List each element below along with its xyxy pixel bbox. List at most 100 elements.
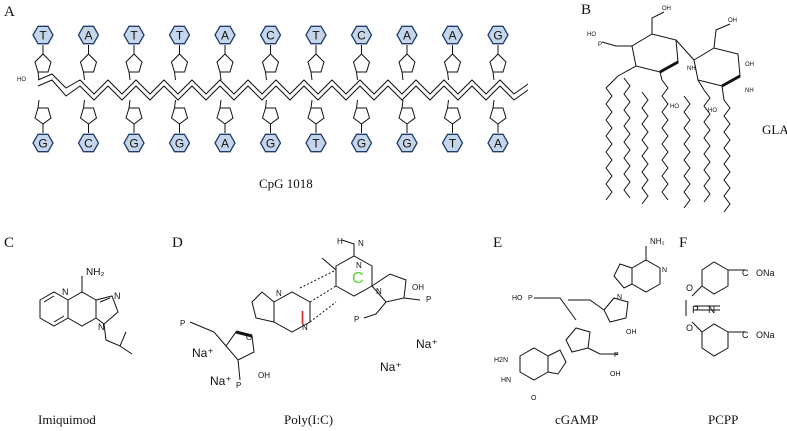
top-base-3: T (123, 25, 145, 45)
panel-letter-f: F (679, 235, 687, 251)
cgamp-guanine-hn: HN (501, 377, 511, 384)
bottom-sugar-ring (307, 99, 325, 133)
base-hexagon (168, 133, 191, 153)
gla-ho-1: HO (670, 104, 679, 110)
pcpp-structure: O O P N C ONa C ONa (685, 261, 775, 357)
polyic-c-n: N (356, 261, 362, 270)
sodium-ion-1: Na⁺ (192, 346, 214, 360)
cgamp-adenine-n2: N (617, 294, 622, 301)
cgamp-oh-2: OH (610, 371, 621, 378)
gla-nh-2: NH (745, 88, 754, 94)
base-letter: T (176, 29, 184, 43)
top-base-8: C (350, 25, 373, 45)
base-letter: G (493, 29, 502, 43)
polyic-ring-o: O (246, 333, 252, 342)
top-base-2: A (77, 25, 100, 45)
base-letter: T (449, 137, 457, 151)
bottom-sugar-ring (489, 99, 507, 133)
base-hexagon (32, 133, 54, 153)
sugar-rings (34, 45, 507, 133)
top-sugar-ring (443, 45, 462, 81)
base-hexagon (350, 25, 373, 45)
imiquimod-n-1: N (62, 287, 69, 297)
caption-cgamp: cGAMP (555, 412, 598, 427)
cgamp-ho-1: HO (512, 295, 523, 302)
base-hexagon (350, 133, 373, 153)
top-base-6: C (259, 25, 282, 45)
bottom-base-11: A (487, 133, 509, 153)
bottom-base-5: A (214, 133, 236, 153)
base-letter: A (221, 29, 229, 43)
base-hexagon (487, 25, 509, 45)
base-letter: T (312, 137, 320, 151)
bottom-base-4: G (168, 133, 191, 153)
bottom-sugar-ring (352, 99, 371, 133)
panel-letter-e: E (493, 235, 502, 251)
panel-letter-b: B (581, 2, 591, 18)
base-letter: G (357, 137, 366, 151)
base-letter: C (266, 29, 275, 43)
top-sugar-ring (216, 45, 234, 81)
top-base-4: T (168, 25, 191, 45)
cytidine-label: C (352, 270, 364, 287)
top-sugar-ring (79, 45, 98, 81)
chain-terminal-ho: HO (17, 77, 26, 83)
base-hexagon (396, 133, 418, 153)
pcpp-o-2: O (686, 323, 693, 333)
caption-gla: GLA (762, 122, 787, 137)
cgamp-guanine-h2n: H2N (494, 357, 508, 364)
top-base-9: A (396, 25, 418, 45)
bottom-sugar-ring (261, 99, 280, 133)
gla-phosphate-ho: HO (587, 32, 596, 38)
gla-phosphate-p: P (598, 42, 602, 48)
base-letter: G (175, 137, 184, 151)
base-hexagon (396, 25, 418, 45)
bottom-base-7: T (305, 133, 327, 153)
top-base-7: T (305, 25, 327, 45)
base-letter: G (38, 137, 47, 151)
top-base-10: A (441, 25, 464, 45)
caption-polyic: Poly(I:C) (284, 412, 333, 427)
base-letter: T (130, 29, 138, 43)
gla-oh-3: OH (728, 18, 737, 24)
base-hexagon (77, 133, 100, 153)
base-hexagon (77, 25, 100, 45)
sodium-ion-3: Na⁺ (416, 337, 438, 351)
base-hexagon (259, 133, 282, 153)
bottom-sugar-ring (216, 99, 234, 133)
imiquimod-n-2: N (114, 291, 121, 301)
pcpp-c-2: C (742, 330, 749, 340)
bottom-sugar-ring (443, 99, 462, 133)
bottom-sugar-ring (398, 99, 416, 133)
bottom-sugar-ring (34, 99, 52, 133)
inosine-label: I (300, 308, 305, 328)
polyic-p-3: P (236, 381, 241, 390)
base-letter: C (84, 137, 93, 151)
base-letter: A (403, 29, 411, 43)
top-sugar-ring (307, 45, 325, 81)
caption-cpg1018: CpG 1018 (259, 176, 313, 191)
bottom-sugar-ring (170, 99, 189, 133)
base-letter: T (39, 29, 47, 43)
base-hexagon (123, 25, 145, 45)
base-hexagon (305, 133, 327, 153)
pcpp-ona-1: ONa (756, 268, 775, 278)
pcpp-o-1: O (686, 283, 693, 293)
polyic-p-4: P (354, 315, 359, 324)
gla-oh-2: OH (662, 6, 671, 12)
cgamp-adenine-n1: N (662, 267, 667, 274)
caption-pcpp: PCPP (708, 412, 738, 427)
polyic-i-n: N (276, 289, 282, 298)
base-letter: A (221, 137, 229, 151)
base-letter: C (357, 29, 366, 43)
pcpp-ona-2: ONa (756, 330, 775, 340)
sodium-ion-4: Na⁺ (380, 360, 402, 374)
base-hexagon (487, 133, 509, 153)
base-hexagon (305, 25, 327, 45)
panel-letter-d: D (172, 235, 183, 251)
cgamp-p-2: P (614, 352, 619, 359)
bottom-base-1: G (32, 133, 54, 153)
